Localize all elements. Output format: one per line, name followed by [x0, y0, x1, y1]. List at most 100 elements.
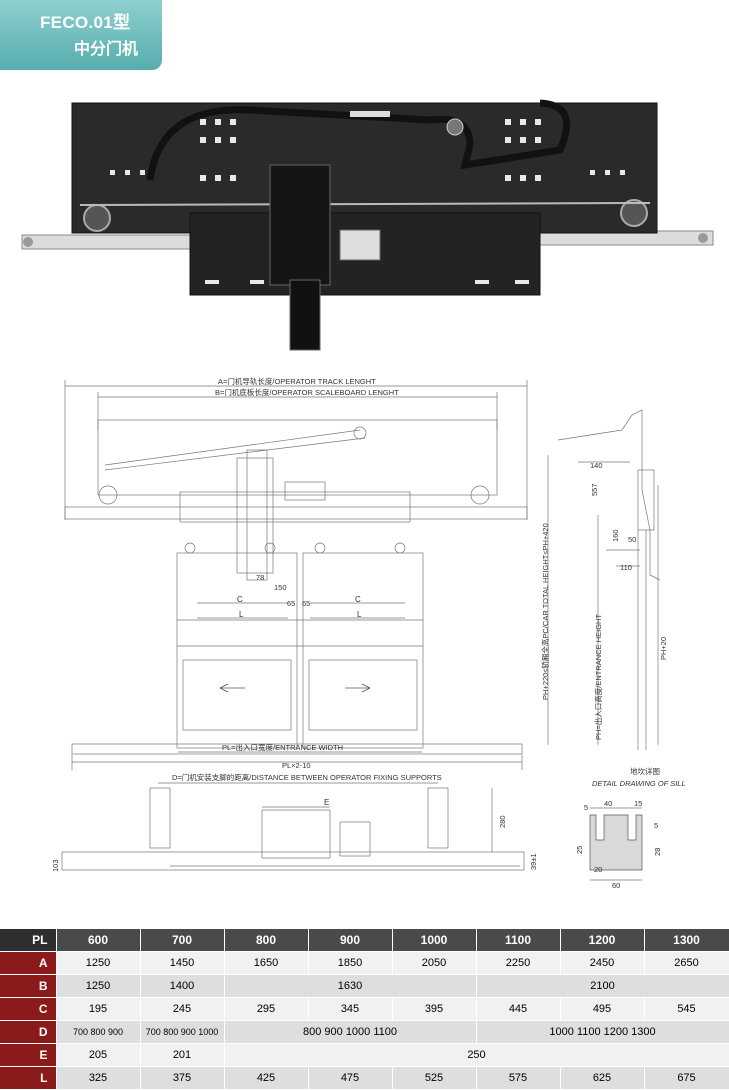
dim-103: 103: [51, 859, 60, 872]
dim-b-label: B=门机底板长度/OPERATOR SCALEBOARD LENGHT: [215, 387, 399, 397]
table-cell: 1250: [56, 951, 141, 975]
table-cell: 800 900 1000 1100: [224, 1020, 477, 1044]
table-cell: 545: [644, 997, 729, 1021]
table-cell: 2650: [644, 951, 729, 975]
dim-160: 160: [611, 529, 620, 542]
table-cell: 325: [56, 1066, 141, 1090]
dim-ph-total: PH+220≤轿厢全高PC/CAR TOTAL HEIGHT≤PH+420: [540, 523, 550, 700]
table-cell: 1250: [56, 974, 141, 998]
table-cell: 2250: [476, 951, 561, 975]
dim-150: 150: [274, 583, 287, 592]
row-label: D: [0, 1020, 57, 1044]
header-corner: PL: [0, 929, 57, 952]
model-title: FECO.01型: [40, 13, 131, 32]
dim-557: 557: [590, 483, 599, 496]
dim-l-left: L: [239, 610, 244, 619]
dim-65-right: 65: [302, 599, 310, 608]
header-cell: 1100: [476, 929, 561, 952]
sill-5a: 5: [584, 803, 588, 812]
table-row-e: E 205 201 250: [0, 1043, 729, 1067]
row-label: E: [0, 1043, 57, 1067]
left-track-arm: [21, 234, 213, 250]
dim-65-left: 65: [287, 599, 295, 608]
dim-d-label: D=门机安装支脚的距离/DISTANCE BETWEEN OPERATOR FI…: [172, 772, 442, 782]
sill-20: 20: [594, 865, 602, 874]
row-label: C: [0, 997, 57, 1021]
header-cell: 1200: [560, 929, 645, 952]
dim-pl-label: PL=出入口宽度/ENTRANCE WIDTH: [222, 742, 343, 752]
table-row-a: A 1250 1450 1650 1850 2050 2250 2450 265…: [0, 951, 729, 975]
table-cell: 201: [140, 1043, 225, 1067]
contact-block: [339, 229, 381, 261]
sill-5b: 5: [654, 821, 658, 830]
sill-title-en: DETAIL DRAWING OF SILL: [592, 779, 686, 788]
table-cell: 525: [392, 1066, 477, 1090]
operator-plate: [71, 102, 658, 234]
table-cell: 445: [476, 997, 561, 1021]
table-cell: 245: [140, 997, 225, 1021]
row-label: A: [0, 951, 57, 975]
table-cell: 495: [560, 997, 645, 1021]
dim-110: 110: [620, 563, 632, 572]
sill-title-cn: 地坎详图: [630, 766, 660, 776]
table-cell: 205: [56, 1043, 141, 1067]
model-badge: FECO.01型 中分门机: [0, 0, 162, 70]
dim-e-label: E: [324, 798, 329, 807]
table-cell: 395: [392, 997, 477, 1021]
table-cell: 1630: [224, 974, 477, 998]
belt-pulley: [446, 118, 464, 136]
sill-25: 25: [575, 846, 584, 854]
product-photo: [21, 99, 714, 351]
dim-50: 50: [628, 535, 636, 544]
table-cell: 700 800 900 1000: [140, 1020, 225, 1044]
table-row-l: L 325 375 425 475 525 575 625 675: [0, 1066, 729, 1090]
sill-40: 40: [604, 799, 612, 808]
dim-a-label: A=门机导轨长度/OPERATOR TRACK LENGHT: [218, 376, 376, 386]
row-label: L: [0, 1066, 57, 1090]
header-cell: 700: [140, 929, 225, 952]
table-cell: 625: [560, 1066, 645, 1090]
model-subtitle: 中分门机: [74, 41, 139, 58]
dim-c-right: C: [355, 595, 361, 604]
dim-ph20: PH+20: [659, 637, 668, 660]
table-header-row: PL 600 700 800 900 1000 1100 1200 1300: [0, 929, 729, 952]
header-cell: 600: [56, 929, 141, 952]
table-cell: 295: [224, 997, 309, 1021]
dim-l-right: L: [357, 610, 362, 619]
sill-15: 15: [634, 799, 642, 808]
table-cell: 1450: [140, 951, 225, 975]
table-cell: 1850: [308, 951, 393, 975]
dim-140: 140: [590, 461, 603, 470]
header-cell: 900: [308, 929, 393, 952]
door-lock-assembly: [269, 164, 331, 286]
table-cell: 375: [140, 1066, 225, 1090]
table-cell: 2050: [392, 951, 477, 975]
header-cell: 1300: [644, 929, 729, 952]
technical-drawing: A=门机导轨长度/OPERATOR TRACK LENGHT B=门机底板长度/…: [51, 376, 686, 890]
dim-280: 280: [498, 815, 507, 828]
dim-39: 39±1: [529, 853, 538, 870]
dim-ph-entrance: PH=出入口高度/ENTRANCE HEIGHT: [593, 614, 603, 740]
row-label: B: [0, 974, 57, 998]
dim-78: 78: [256, 573, 264, 582]
sill-28: 28: [653, 848, 662, 856]
table-cell: 575: [476, 1066, 561, 1090]
header-cell: 800: [224, 929, 309, 952]
table-cell: 700 800 900: [56, 1020, 141, 1044]
table-row-d: D 700 800 900 700 800 900 1000 800 900 1…: [0, 1020, 729, 1044]
right-pulley: [620, 199, 648, 227]
table-row-c: C 195 245 295 345 395 445 495 545: [0, 997, 729, 1021]
table-cell: 1400: [140, 974, 225, 998]
door-vane: [289, 279, 321, 351]
table-cell: 345: [308, 997, 393, 1021]
spec-table: PL 600 700 800 900 1000 1100 1200 1300 A…: [0, 929, 729, 1090]
table-cell: 675: [644, 1066, 729, 1090]
dim-c-left: C: [237, 595, 243, 604]
sill-60: 60: [612, 881, 620, 890]
header-cell: 1000: [392, 929, 477, 952]
table-cell: 195: [56, 997, 141, 1021]
dim-pl2-label: PL×2-10: [282, 761, 311, 770]
table-cell: 475: [308, 1066, 393, 1090]
table-cell: 250: [224, 1043, 729, 1067]
table-cell: 1000 1100 1200 1300: [476, 1020, 729, 1044]
